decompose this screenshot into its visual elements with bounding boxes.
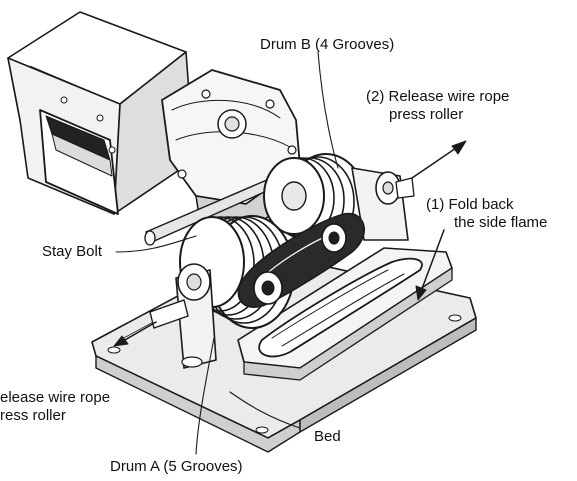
label-release-roller-left-line1: elease wire rope [0, 389, 111, 406]
label-fold-back-line1: (1) Fold back [426, 196, 514, 213]
leader-drum-a [195, 337, 215, 455]
press-roller-right [351, 167, 415, 241]
label-drum-b: Drum B (4 Grooves) [260, 36, 395, 53]
label-release-roller-right-line1: (2) Release wire rope [366, 88, 510, 105]
side-frame [237, 247, 453, 381]
leader-bed [229, 391, 301, 429]
leader-lines [115, 51, 339, 455]
leader-stay-bolt [115, 235, 197, 253]
arrow-release-right [411, 140, 467, 179]
press-roller-left [149, 263, 217, 369]
arrow-release-left [113, 321, 157, 347]
link-plate [237, 212, 365, 308]
drum-b [263, 153, 367, 255]
label-release-roller-right-line2: press roller [389, 106, 464, 123]
label-stay-bolt: Stay Bolt [42, 243, 103, 260]
label-fold-back-line2: the side flame [454, 214, 548, 231]
label-bed: Bed [314, 428, 341, 445]
label-release-roller-left-line2: ress roller [0, 407, 66, 424]
label-drum-a: Drum A (5 Grooves) [110, 458, 243, 475]
leader-drum-b [317, 51, 339, 169]
arrow-fold-back [415, 229, 445, 301]
